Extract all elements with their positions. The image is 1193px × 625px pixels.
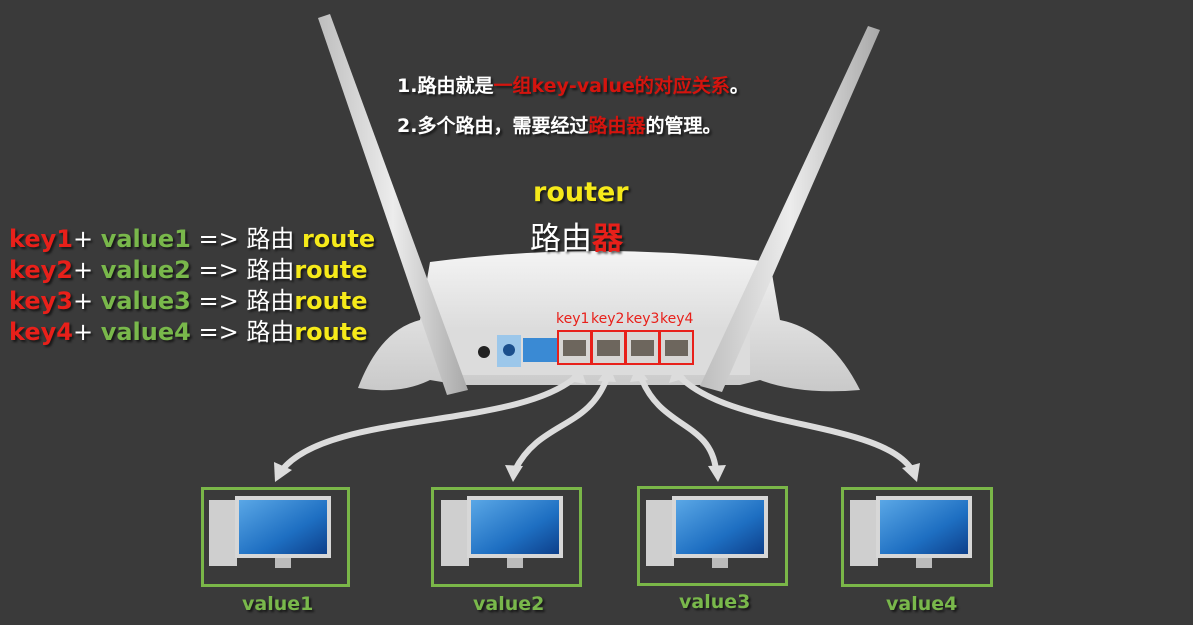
computer-label-3: value3	[679, 591, 751, 613]
router-title-cn: 路由器	[530, 221, 623, 257]
mapping-row: key2+ value2 => 路由route	[9, 256, 368, 284]
ethernet-jack-icon	[665, 340, 688, 356]
ethernet-jack-icon	[563, 340, 586, 356]
lan-port-4	[659, 330, 694, 365]
lan-port-1	[557, 330, 592, 365]
lan-port-2	[591, 330, 626, 365]
lan-port-3	[625, 330, 660, 365]
port-label-key3: key3	[626, 311, 660, 327]
ethernet-jack-icon	[631, 340, 654, 356]
computer-box-4	[841, 487, 993, 587]
computer-label-4: value4	[886, 593, 958, 615]
note-line-2: 2.多个路由，需要经过路由器的管理。	[397, 115, 722, 137]
computer-label-2: value2	[473, 593, 545, 615]
mapping-list: key1+ value1 => 路由 route key2+ value2 =>…	[9, 224, 375, 348]
computer-box-2	[431, 487, 582, 587]
port-label-key1: key1	[556, 311, 590, 327]
port-label-key2: key2	[591, 311, 625, 327]
mapping-row: key3+ value3 => 路由route	[9, 287, 368, 315]
router-title-en: router	[533, 177, 629, 208]
ethernet-jack-icon	[597, 340, 620, 356]
computer-label-1: value1	[242, 593, 314, 615]
mapping-row: key4+ value4 => 路由route	[9, 318, 368, 346]
port-label-key4: key4	[660, 311, 694, 327]
note-line-1: 1.路由就是一组key-value的对应关系。	[397, 75, 749, 97]
notes: 1.路由就是一组key-value的对应关系。 2.多个路由，需要经过路由器的管…	[397, 66, 749, 146]
computer-box-1	[201, 487, 350, 587]
mapping-row: key1+ value1 => 路由 route	[9, 225, 376, 253]
computer-box-3	[637, 486, 788, 586]
